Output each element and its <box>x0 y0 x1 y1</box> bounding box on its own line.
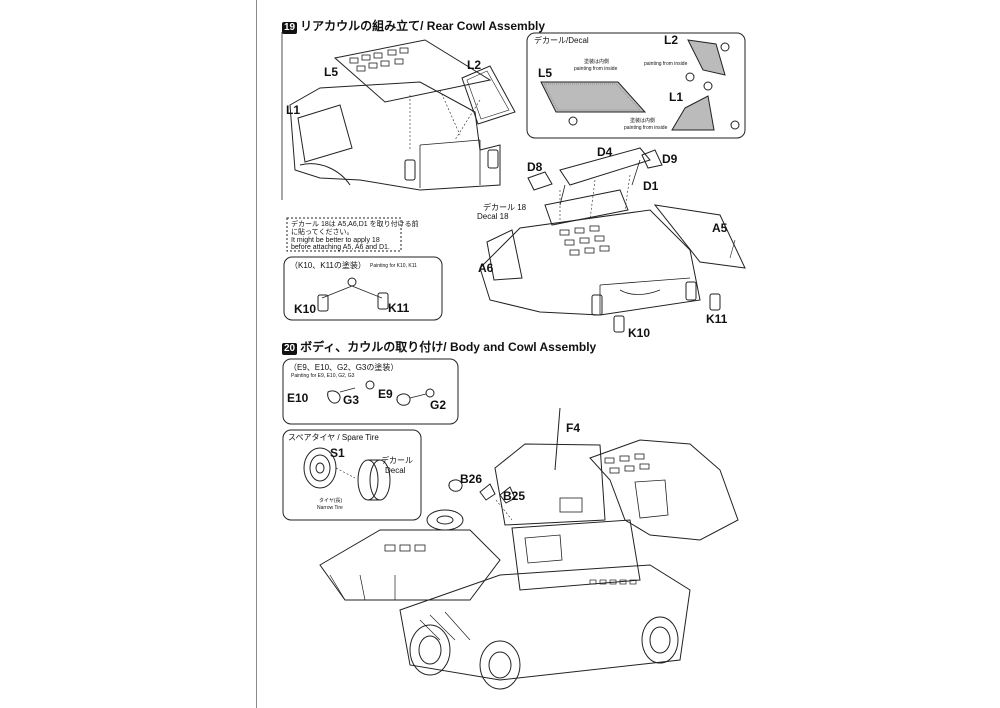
part-b26-label: B26 <box>460 472 483 486</box>
part-e9-label: E9 <box>378 387 393 401</box>
k-paint-k10-label: K10 <box>294 302 317 316</box>
tip-box-frame <box>286 217 402 252</box>
part-e10-label: E10 <box>287 391 309 405</box>
decal-l2-note-en: painting from inside <box>644 61 688 67</box>
decal-box-label: デカール/Decal <box>534 36 589 45</box>
part-a5-label: A5 <box>712 221 728 235</box>
decal-l5-note-en: painting from inside <box>574 66 618 72</box>
rear-cowl-assembly-drawing <box>479 147 746 333</box>
part-k11-label: K11 <box>706 312 728 326</box>
part-a6-label: A6 <box>478 261 494 275</box>
part-k10-label: K10 <box>628 326 651 340</box>
rear-cowl-drawing <box>281 32 516 200</box>
part-b25-label: B25 <box>503 489 526 503</box>
tip-text-jp-2: に貼ってください。 <box>291 229 354 236</box>
part-l1-label: L1 <box>286 103 301 117</box>
decal-l1-note-jp: 塗装は内側 <box>630 118 656 124</box>
spare-tire-note-en: Narrow Tire <box>317 505 343 511</box>
step-20-number: 20 <box>282 343 298 355</box>
decal-l1-note-en: painting from inside <box>624 125 668 131</box>
part-d9-label: D9 <box>662 152 678 166</box>
part-l5-label: L5 <box>324 65 339 79</box>
decal-box-frame <box>526 32 746 139</box>
part-g3-label: G3 <box>343 393 360 407</box>
k-paint-title-jp: （K10、K11の塗装） <box>290 261 366 270</box>
tip-text-en-1: It might be better to apply 18 <box>291 237 380 244</box>
spare-tire-note-jp: タイヤ(長) <box>319 498 343 504</box>
decal-box-drawing <box>540 39 740 131</box>
spare-tire-decal-en: Decal <box>385 466 406 475</box>
step-20-title: ボディ、カウルの取り付け/ Body and Cowl Assembly <box>300 340 597 354</box>
decal-box-l1-label: L1 <box>669 90 684 104</box>
spare-tire-box-frame <box>282 429 422 521</box>
k-paint-k11-label: K11 <box>388 301 410 315</box>
step-19-number: 19 <box>282 22 298 34</box>
decal-box-l5-label: L5 <box>538 66 553 80</box>
tip-text-jp-1: デカール 18は A5,A6,D1 を取り付ける前 <box>291 221 419 228</box>
step-19-title: リアカウルの組み立て/ Rear Cowl Assembly <box>300 19 546 33</box>
part-s1-label: S1 <box>330 446 345 460</box>
spare-tire-title: スペアタイヤ / Spare Tire <box>288 433 379 442</box>
decal-l5-note-jp: 塗装は内側 <box>584 59 610 65</box>
decal-18-callout-jp: デカール 18 <box>483 203 527 212</box>
k-paint-drawing <box>317 277 389 312</box>
part-d1-label: D1 <box>643 179 659 193</box>
part-d8-label: D8 <box>527 160 543 174</box>
part-d4-label: D4 <box>597 145 613 159</box>
k-paint-title-en: Painting for K10, K11 <box>370 263 417 269</box>
part-f4-label: F4 <box>566 421 581 435</box>
e-g-paint-title-jp: （E9、E10、G2、G3の塗装） <box>289 363 399 372</box>
e-g-paint-title-en: Painting for E9, E10, G2, G3 <box>291 373 355 379</box>
e-g-paint-box-frame <box>282 358 459 425</box>
spare-tire-drawing <box>303 447 391 501</box>
tip-text-en-2: before attaching A5, A6 and D1. <box>291 244 390 251</box>
e-g-paint-drawing <box>327 380 435 406</box>
part-l2-label: L2 <box>467 58 482 72</box>
decal-18-callout-en: Decal 18 <box>477 212 509 221</box>
spare-tire-decal-jp: デカール <box>381 456 413 465</box>
page-binding-line <box>256 0 257 708</box>
body-cowl-assembly-drawing <box>319 407 739 690</box>
k-paint-box-frame <box>283 256 443 321</box>
decal-box-l2-label: L2 <box>664 33 679 47</box>
part-g2-label: G2 <box>430 398 447 412</box>
